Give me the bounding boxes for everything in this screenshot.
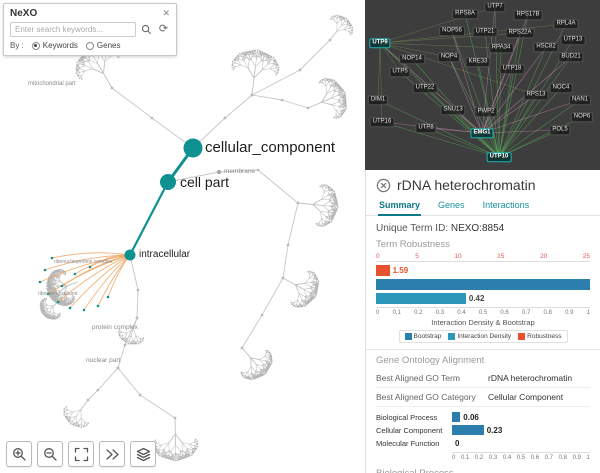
tab-interactions[interactable]: Interactions — [482, 200, 530, 210]
app-title: NeXO — [10, 8, 38, 19]
layers-icon — [136, 447, 150, 461]
network-node-KRE33[interactable]: KRE33 — [465, 57, 491, 67]
detail-tabs: Summary Genes Interactions — [366, 197, 600, 216]
tab-summary[interactable]: Summary — [378, 197, 422, 216]
radio-keywords-dot[interactable] — [31, 41, 40, 50]
network-node-DIM1[interactable]: DIM1 — [367, 95, 389, 105]
network-node-UTP16[interactable]: UTP16 — [369, 117, 395, 127]
tree-node-label-intracellular[interactable]: intracellular — [139, 249, 191, 260]
ontology-tree-canvas[interactable] — [0, 0, 365, 473]
network-node-NAN1[interactable]: NAN1 — [568, 95, 592, 105]
tree-node-cellular-component[interactable] — [183, 138, 203, 158]
network-node-BUD21[interactable]: BUD21 — [558, 52, 584, 62]
network-node-UTP7[interactable]: UTP7 — [484, 2, 506, 12]
search-icon[interactable] — [140, 23, 153, 36]
radio-keywords[interactable]: Keywords — [31, 41, 78, 50]
radio-keywords-label: Keywords — [42, 41, 78, 50]
search-by-label: By : — [10, 41, 24, 50]
network-node-NOP56[interactable]: NOP56 — [439, 26, 465, 36]
fit-to-screen-button[interactable] — [68, 441, 94, 467]
network-node-RPS17B[interactable]: RPS17B — [513, 10, 543, 20]
network-node-UTP18[interactable]: UTP18 — [499, 64, 525, 74]
tree-node-label-cell-part[interactable]: cell part — [180, 174, 230, 190]
term-title: rDNA heterochromatin — [397, 177, 536, 193]
biological-process-heading: Biological Process — [376, 468, 590, 473]
robustness-legend: Bootstrap Interaction Density Robustness — [398, 330, 568, 343]
robustness-bar-interaction-density: 0.42 — [376, 293, 590, 304]
expand-levels-icon — [105, 448, 119, 460]
network-node-RPL4A[interactable]: RPL4A — [553, 19, 579, 29]
network-node-EMG1[interactable]: EMG1 — [470, 128, 494, 138]
network-node-RPS13[interactable]: RPS13 — [523, 90, 549, 100]
refresh-icon[interactable]: ⟳ — [158, 23, 169, 35]
unique-term-id-value: NEXO:8854 — [450, 223, 505, 234]
network-node-UTP13[interactable]: UTP13 — [560, 35, 586, 45]
robustness-axis-title: Interaction Density & Bootstrap — [431, 318, 535, 327]
go-alignment-heading: Gene Ontology Alignment — [376, 355, 485, 366]
network-node-NOC4[interactable]: NOC4 — [549, 83, 573, 93]
unique-term-id-label: Unique Term ID: — [376, 223, 449, 234]
tab-genes[interactable]: Genes — [438, 200, 465, 210]
robustness-bar-robustness: 1.59 — [376, 265, 590, 276]
network-node-HSC82[interactable]: HSC82 — [533, 42, 559, 52]
network-node-RPS22A[interactable]: RPS22A — [505, 28, 535, 38]
zoom-in-button[interactable] — [6, 441, 32, 467]
network-node-UTP5[interactable]: UTP5 — [389, 67, 411, 77]
search-input[interactable] — [10, 22, 136, 37]
robustness-bar-bootstrap — [376, 279, 590, 290]
fit-to-screen-icon — [74, 447, 88, 461]
tree-node-cell-part[interactable] — [160, 174, 176, 190]
close-search-icon[interactable]: ✕ — [162, 8, 170, 18]
search-panel: NeXO ✕ ⟳ By : Keywords Genes — [3, 3, 177, 56]
tree-node-intracellular[interactable] — [124, 249, 136, 261]
legend-item-bootstrap: Bootstrap — [404, 333, 441, 340]
radio-genes-label: Genes — [96, 41, 121, 50]
unique-term-id: Unique Term ID: NEXO:8854 — [376, 223, 590, 234]
network-node-SNU13[interactable]: SNU13 — [440, 105, 466, 115]
zoom-in-icon — [12, 447, 26, 461]
legend-item-robustness: Robustness — [518, 333, 562, 340]
term-robustness-heading: Term Robustness — [376, 239, 450, 250]
network-node-UTP21[interactable]: UTP21 — [472, 27, 498, 37]
network-node-UTP22[interactable]: UTP22 — [412, 83, 438, 93]
radio-genes[interactable]: Genes — [85, 41, 121, 50]
network-node-RPS8A[interactable]: RPS8A — [452, 9, 478, 19]
network-node-NOP4[interactable]: NOP4 — [437, 52, 461, 62]
zoom-out-icon — [43, 447, 57, 461]
legend-item-interaction-density: Interaction Density — [448, 333, 511, 340]
close-detail-icon[interactable] — [376, 178, 391, 193]
network-node-NOP14[interactable]: NOP14 — [399, 54, 425, 64]
network-node-NOP6[interactable]: NOP6 — [570, 112, 594, 122]
tree-node-label-cellular-component[interactable]: cellular_component — [205, 139, 336, 156]
network-node-UTP9[interactable]: UTP9 — [369, 38, 391, 48]
network-node-UTP8[interactable]: UTP8 — [415, 123, 437, 133]
tree-toolbar — [6, 441, 156, 467]
zoom-out-button[interactable] — [37, 441, 63, 467]
expand-levels-button[interactable] — [99, 441, 125, 467]
network-node-PWP2[interactable]: PWP2 — [474, 107, 498, 117]
network-node-POL5[interactable]: POL5 — [549, 125, 571, 135]
network-node-UTP10[interactable]: UTP10 — [486, 152, 512, 162]
layers-button[interactable] — [130, 441, 156, 467]
network-node-RPA34[interactable]: RPA34 — [488, 43, 514, 53]
radio-genes-dot[interactable] — [85, 41, 94, 50]
